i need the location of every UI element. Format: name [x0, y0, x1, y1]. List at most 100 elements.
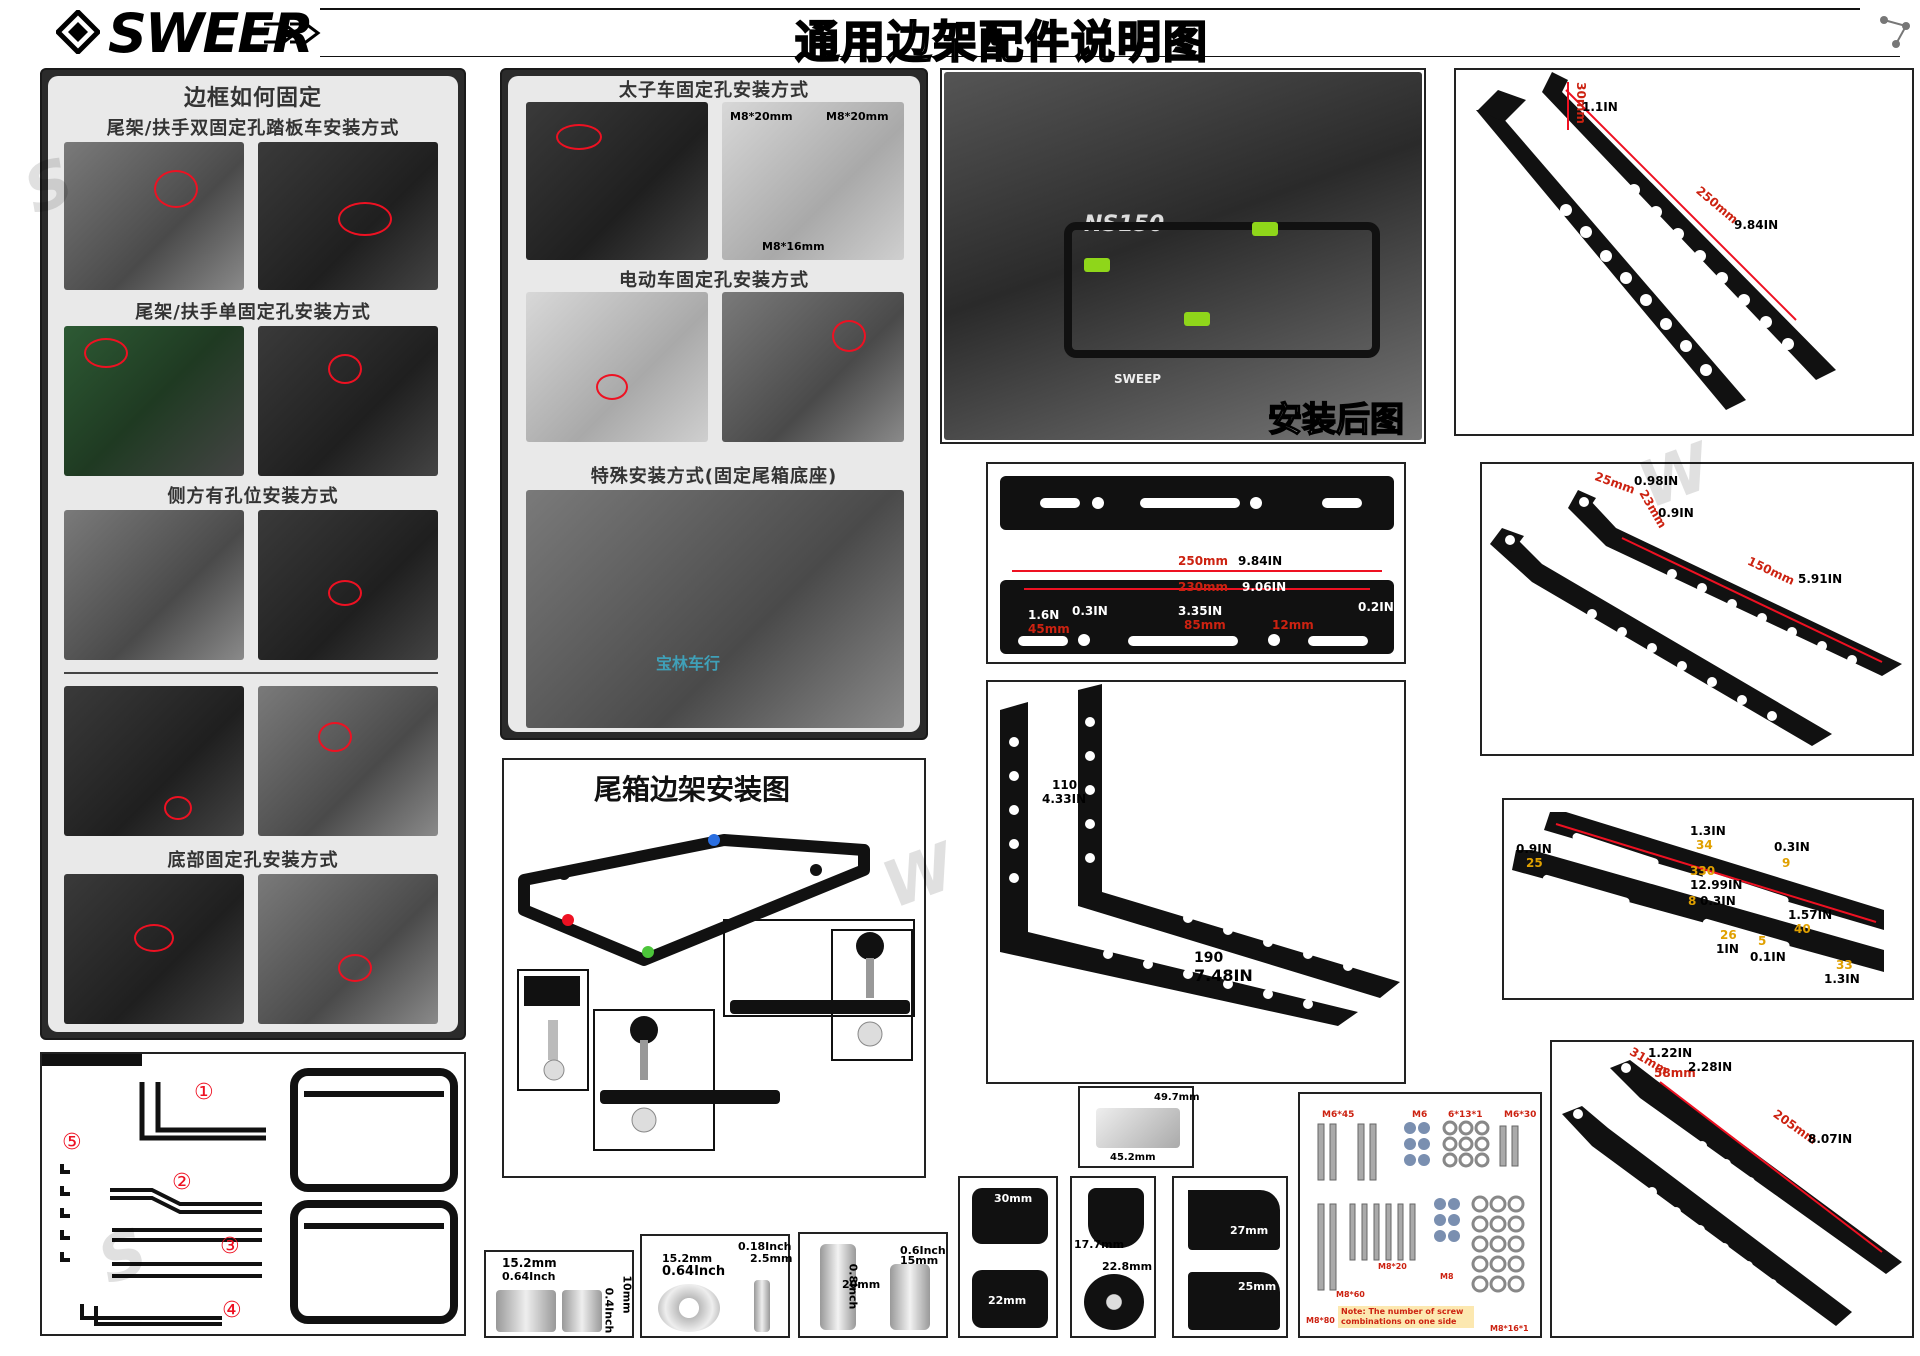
left-sub2: 尾架/扶手单固定孔安装方式 — [135, 302, 371, 323]
sp-f-mm: 40 — [1794, 922, 1811, 936]
lb-d1: 110 — [1052, 778, 1078, 792]
bb-d2-in: 0.9IN — [1658, 506, 1694, 520]
clip-w: 49.7mm — [1154, 1092, 1200, 1103]
spacer-box-3: 0.8Inch 20mm 0.6Inch 15mm — [798, 1232, 948, 1338]
sp-e: 0.3IN — [1700, 894, 1736, 908]
sp-i-mm: 33 — [1836, 958, 1853, 972]
photo-l3a — [64, 510, 244, 660]
sp-d-in: 12.99IN — [1690, 878, 1743, 892]
mid-sub3: 特殊安装方式(固定尾箱底座) — [590, 466, 838, 487]
rubber-3a-graphic — [1188, 1190, 1280, 1250]
photo-m3: 宝林车行 — [526, 490, 904, 728]
sp1-a-in: 0.64Inch — [502, 1270, 556, 1283]
sp1-a: 15.2mm — [502, 1256, 557, 1270]
shop-sign: 宝林车行 — [656, 654, 721, 673]
spacer-3a-graphic — [820, 1244, 856, 1330]
photo-l2a — [64, 326, 244, 476]
hardware-box: M6*45 M6 6*13*1 M6*30 M8*60 M8*20 M8 M8*… — [1298, 1092, 1542, 1338]
clip-graphic — [1096, 1108, 1180, 1148]
hw-m8-80: M8*80 — [1306, 1316, 1335, 1325]
part-label-1: ① — [194, 1080, 214, 1105]
spacer-2b-graphic — [754, 1280, 770, 1332]
part-label-3: ③ — [220, 1234, 240, 1259]
parts-list-header-bar — [42, 1054, 142, 1066]
tail-box-frame-drawing — [517, 834, 915, 1151]
sp-b-mm: 25 — [1526, 856, 1543, 870]
left-sub4: 底部固定孔安装方式 — [167, 850, 339, 871]
sp-d: 330 — [1690, 864, 1716, 878]
install-photo: NS150 SWEEP — [944, 72, 1422, 440]
header-line-bottom — [320, 56, 1900, 57]
sp-c-mm: 9 — [1782, 856, 1791, 870]
hw-w8: M8*16*1 — [1490, 1324, 1529, 1333]
install-photo-panel: NS150 SWEEP 安装后图 — [940, 68, 1426, 444]
r2-a: 17.7mm — [1074, 1238, 1125, 1251]
flat-plate-top — [1000, 476, 1394, 530]
hw-m6: M6 — [1412, 1110, 1428, 1120]
fp-d-total: 250mm — [1178, 554, 1229, 568]
bbt-d2-in: 2.28IN — [1688, 1060, 1733, 1074]
bbt-d1-in: 1.22IN — [1648, 1046, 1693, 1060]
green-clip-3 — [1252, 222, 1278, 236]
photo-m2a — [526, 292, 708, 442]
fp-line-inner — [1024, 588, 1370, 590]
rubber-1a-graphic — [972, 1188, 1048, 1244]
fp-d-d: 0.2IN — [1358, 600, 1394, 614]
bb-d3-in: 5.91IN — [1798, 572, 1843, 586]
fp-d-c-mm: 85mm — [1184, 618, 1226, 632]
network-icon — [1876, 12, 1916, 52]
fp-d-a-mm: 45mm — [1028, 622, 1070, 636]
sp2-a: 15.2mm — [662, 1252, 713, 1265]
brand-arrows-icon — [262, 18, 322, 48]
spacer-box-1: 15.2mm 0.64Inch 10mm 0.4Inch — [484, 1250, 634, 1338]
part-label-4: ④ — [222, 1298, 242, 1323]
header-line — [320, 8, 1860, 10]
sp3-b-mm: 15mm — [900, 1254, 939, 1267]
sp-h: 0.1IN — [1750, 950, 1786, 964]
sp-c: 0.3IN — [1774, 840, 1810, 854]
photo-l1a — [64, 142, 244, 290]
spacer-1a-graphic — [496, 1290, 556, 1332]
sp3-a-mm: 20mm — [842, 1278, 881, 1291]
spacer-2a-graphic — [658, 1284, 720, 1332]
sp-g: 1IN — [1716, 942, 1739, 956]
note-label: Note: — [1341, 1307, 1366, 1316]
sp-a-mm: 34 — [1696, 838, 1713, 852]
green-clip-2 — [1184, 312, 1210, 326]
fp-line-total — [1012, 570, 1382, 572]
bbt-d3-in: 8.07IN — [1808, 1132, 1853, 1146]
sp2-a-in: 0.64Inch — [662, 1264, 726, 1279]
left-sub3: 侧方有孔位安装方式 — [167, 486, 339, 507]
r1-a: 30mm — [994, 1192, 1033, 1205]
photo-l4b — [258, 686, 438, 836]
photo-l3b — [258, 510, 438, 660]
left-mount-panel: 边框如何固定 尾架/扶手双固定孔踏板车安装方式 尾架/扶手单固定孔安装方式 侧方… — [40, 68, 466, 1040]
spacer-box-2: 15.2mm 0.64Inch 0.18Inch 2.5mm — [640, 1234, 793, 1338]
parts-list-drawing — [60, 1068, 458, 1326]
fp-d-inner-in: 9.06IN — [1242, 580, 1287, 594]
rubber-box-3: 27mm 25mm — [1172, 1176, 1288, 1338]
mid-sub1: 太子车固定孔安装方式 — [619, 80, 809, 101]
parts-list-panel: ① ② ③ ④ ⑤ — [40, 1052, 466, 1336]
fp-d-inner: 230mm — [1178, 580, 1229, 594]
sp-f: 1.57IN — [1788, 908, 1833, 922]
hw-m6-45: M6*45 — [1322, 1110, 1355, 1120]
photo-l2b — [258, 326, 438, 476]
part-label-2: ② — [172, 1170, 192, 1195]
sp-b: 0.9IN — [1516, 842, 1552, 856]
sp-e-mm: 8 — [1688, 894, 1697, 908]
hardware-drawing — [1317, 1120, 1525, 1293]
green-clip-1 — [1084, 258, 1110, 272]
sp-a: 1.3IN — [1690, 824, 1726, 838]
bt-d1-in: 1.1IN — [1582, 100, 1618, 114]
lb-d2: 190 — [1194, 950, 1224, 966]
rubber-box-2: 17.7mm 22.8mm — [1070, 1176, 1156, 1338]
rubber-1b-graphic — [972, 1270, 1048, 1328]
sp3-b: 0.6Inch — [900, 1244, 946, 1257]
sp2-b-mm: 2.5mm — [750, 1252, 793, 1265]
clip-h: 45.2mm — [1110, 1152, 1156, 1163]
left-divider — [64, 672, 438, 674]
sp-i: 1.3IN — [1824, 972, 1860, 986]
rubber-box-1: 30mm 22mm — [958, 1176, 1058, 1338]
hardware-note: Note: The number of screw combinations o… — [1338, 1306, 1474, 1328]
